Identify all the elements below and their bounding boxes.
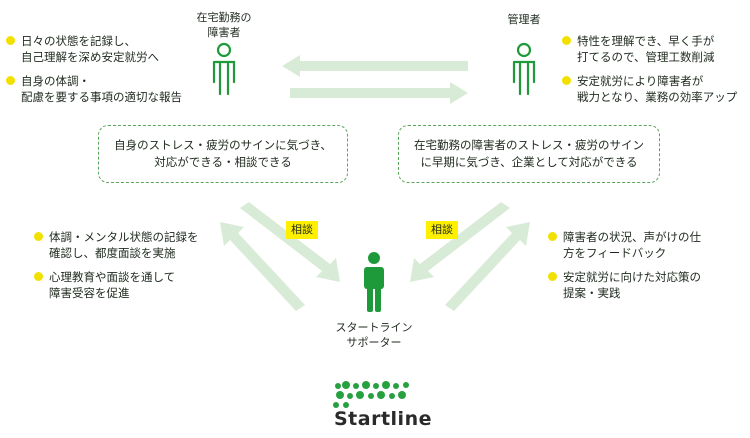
worker-person-icon [212, 42, 236, 96]
worker-outcome-box: 自身のストレス・疲労のサインに気づき、 対応ができる・相談できる [98, 125, 348, 183]
worker-point-2: 自身の体調・ 配慮を要する事項の適切な報告 [6, 73, 182, 105]
supporter-worker-point-1: 体調・メンタル状態の記録を 確認し、都度面談を実施 [34, 229, 199, 261]
manager-label: 管理者 [507, 13, 541, 26]
supporter-label: スタートライン サポーター [334, 320, 414, 350]
supporter-manager-points: 障害者の状況、声がけの仕 方をフィードバック 安定就労に向けた対応策の 提案・実… [548, 229, 701, 309]
worker-point-1: 日々の状態を記録し、 自己理解を深め安定就労へ [6, 33, 182, 65]
manager-point-1: 特性を理解でき、早く手が 打てるので、管理工数削減 [562, 33, 737, 65]
supporter-worker-points: 体調・メンタル状態の記録を 確認し、都度面談を実施 心理教育や面談を通して 障害… [34, 229, 199, 309]
worker-label-line1: 在宅勤務の [196, 11, 252, 24]
worker-points: 日々の状態を記録し、 自己理解を深め安定就労へ 自身の体調・ 配慮を要する事項の… [6, 33, 182, 113]
arrow-manager-side-to-supporter [410, 202, 510, 282]
arrow-supporter-to-worker-side [220, 222, 305, 311]
startline-logo-mark [333, 381, 409, 408]
manager-points: 特性を理解でき、早く手が 打てるので、管理工数削減 安定就労により障害者が 戦力… [562, 33, 737, 113]
supporter-label-line2: サポーター [346, 336, 402, 349]
supporter-label-line1: スタートライン [335, 321, 413, 334]
arrow-manager-to-worker [282, 55, 468, 77]
manager-point-2: 安定就労により障害者が 戦力となり、業務の効率アップ [562, 73, 737, 105]
supporter-manager-point-2: 安定就労に向けた対応策の 提案・実践 [548, 269, 701, 301]
manager-person-icon [512, 42, 536, 96]
arrow-worker-side-to-supporter [240, 202, 340, 282]
consult-tag-left: 相談 [286, 221, 318, 239]
arrow-supporter-to-manager-side [445, 222, 530, 311]
arrow-worker-to-manager [290, 82, 468, 104]
worker-label: 在宅勤務の 障害者 [184, 10, 264, 40]
supporter-worker-point-2: 心理教育や面談を通して 障害受容を促進 [34, 269, 199, 301]
supporter-person-icon [364, 252, 384, 312]
worker-label-line2: 障害者 [207, 26, 241, 39]
startline-logo-text: Startline [334, 408, 432, 430]
consult-tag-right: 相談 [426, 221, 458, 239]
manager-outcome-box: 在宅勤務の障害者のストレス・疲労のサイン に早期に気づき、企業として対応ができる [398, 125, 660, 183]
supporter-manager-point-1: 障害者の状況、声がけの仕 方をフィードバック [548, 229, 701, 261]
